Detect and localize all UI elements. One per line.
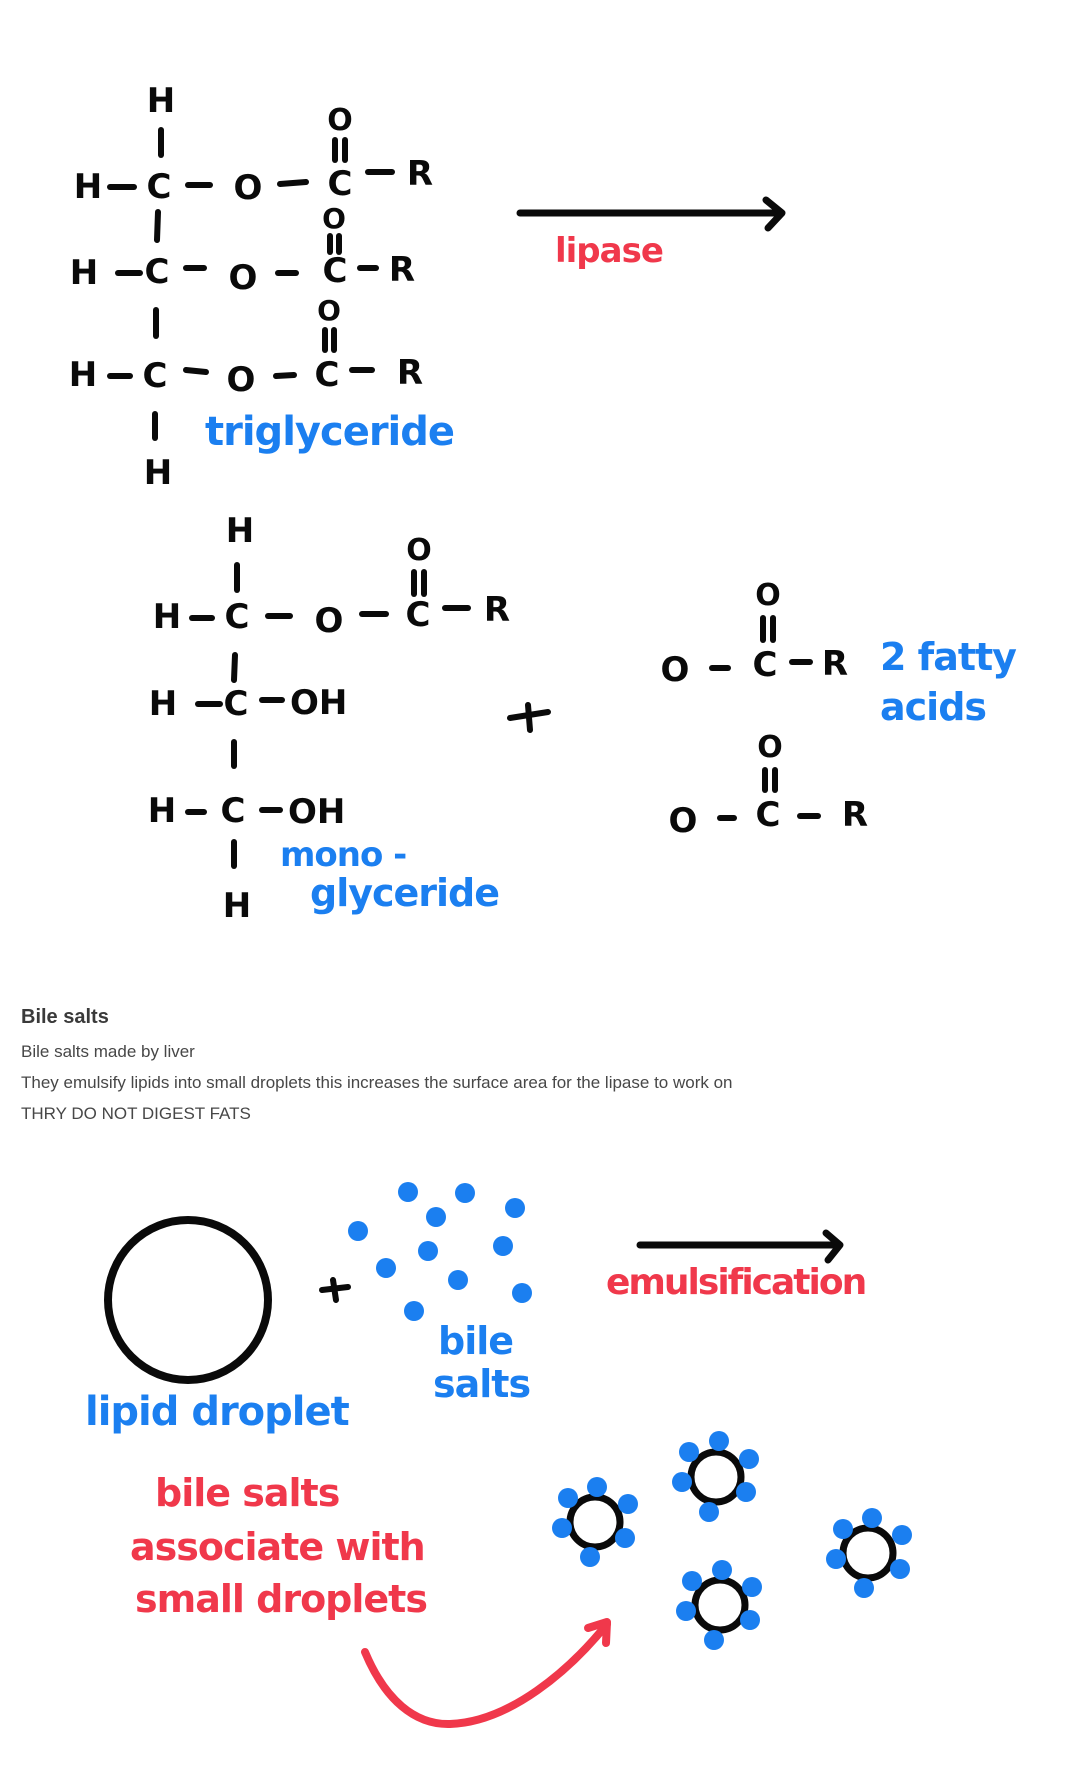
caption-line3: small droplets	[135, 1577, 427, 1621]
svg-text:O: O	[669, 801, 698, 841]
note-line: THRY DO NOT DIGEST FATS	[21, 1104, 251, 1123]
svg-text:H: H	[148, 791, 176, 831]
svg-text:R: R	[389, 250, 415, 290]
emulsification-arrow: emulsification	[606, 1229, 867, 1303]
svg-text:C: C	[221, 791, 246, 831]
monoglyceride-structure: H H C O C R O H C OH H C	[148, 511, 510, 926]
svg-text:R: R	[397, 353, 423, 393]
small-droplet	[672, 1431, 759, 1522]
svg-text:O: O	[327, 103, 353, 138]
monoglyceride-label-line2: glyceride	[310, 871, 499, 915]
small-droplet	[826, 1508, 912, 1598]
fatty-acids-label-line1: 2 fatty	[880, 635, 1017, 679]
lipid-droplet-label: lipid droplet	[85, 1389, 350, 1435]
bile-salts-note: Bile salts Bile salts made by liver They…	[21, 1004, 1061, 1129]
svg-text:O: O	[227, 360, 256, 400]
svg-text:R: R	[484, 590, 510, 630]
svg-text:C: C	[756, 795, 781, 835]
svg-text:C: C	[143, 356, 168, 396]
svg-text:O: O	[315, 601, 344, 641]
lipase-arrow: lipase	[516, 196, 786, 271]
bile-salt-dots	[348, 1182, 532, 1321]
svg-text:R: R	[822, 644, 848, 684]
small-droplet	[676, 1560, 762, 1650]
svg-text:O: O	[229, 258, 258, 298]
svg-text:OH: OH	[290, 683, 347, 723]
svg-text:C: C	[406, 595, 431, 635]
emulsification-label: emulsification	[606, 1262, 865, 1303]
caption-line2: associate with	[130, 1525, 425, 1569]
plus-sign	[507, 702, 551, 733]
svg-text:H: H	[147, 81, 175, 121]
svg-text:H: H	[69, 355, 97, 395]
svg-text:C: C	[225, 597, 250, 637]
svg-text:H: H	[223, 886, 251, 926]
svg-text:C: C	[328, 164, 353, 204]
svg-text:O: O	[234, 168, 263, 208]
triglyceride-label: triglyceride	[205, 409, 454, 455]
svg-text:H: H	[74, 167, 102, 207]
note-line: They emulsify lipids into small droplets…	[21, 1073, 733, 1092]
svg-text:R: R	[842, 795, 868, 835]
caption-line1: bile salts	[155, 1471, 339, 1515]
svg-text:C: C	[147, 167, 172, 207]
svg-text:H: H	[70, 253, 98, 293]
lipase-reaction-drawing: H H C O C R O H C O C	[69, 81, 1018, 926]
svg-text:C: C	[315, 355, 340, 395]
svg-text:R: R	[407, 154, 433, 194]
bile-salts-label-line1: bile	[438, 1319, 513, 1363]
svg-text:OH: OH	[288, 792, 345, 832]
svg-text:C: C	[323, 251, 348, 291]
svg-text:H: H	[144, 453, 172, 493]
lipase-label: lipase	[555, 231, 663, 271]
svg-text:O: O	[406, 533, 432, 568]
triglyceride-structure: H H C O C R O H C O C	[69, 81, 455, 493]
small-droplet	[552, 1477, 638, 1567]
svg-text:C: C	[753, 645, 778, 685]
fatty-acid-2: O O C R	[669, 730, 869, 841]
fatty-acids-label-line2: acids	[880, 685, 986, 729]
fatty-acid-1: O O C R	[661, 578, 849, 690]
plus-sign	[319, 1277, 351, 1303]
svg-text:O: O	[755, 578, 781, 613]
svg-text:O: O	[322, 202, 346, 235]
svg-text:O: O	[757, 730, 783, 765]
svg-text:O: O	[317, 294, 341, 327]
note-heading: Bile salts	[21, 1006, 109, 1028]
monoglyceride-label-line1: mono -	[280, 835, 406, 875]
svg-text:H: H	[226, 511, 254, 551]
svg-text:O: O	[661, 650, 690, 690]
lipid-droplet: lipid droplet	[85, 1216, 351, 1435]
svg-text:C: C	[224, 684, 249, 724]
bile-salts-label-line2: salts	[433, 1362, 530, 1406]
emulsification-drawing: lipid droplet bile salts emulsifi	[85, 1182, 912, 1729]
svg-text:H: H	[149, 684, 177, 724]
curved-arrow	[361, 1618, 611, 1729]
svg-text:C: C	[145, 252, 170, 292]
svg-text:H: H	[153, 597, 181, 637]
note-line: Bile salts made by liver	[21, 1042, 195, 1061]
